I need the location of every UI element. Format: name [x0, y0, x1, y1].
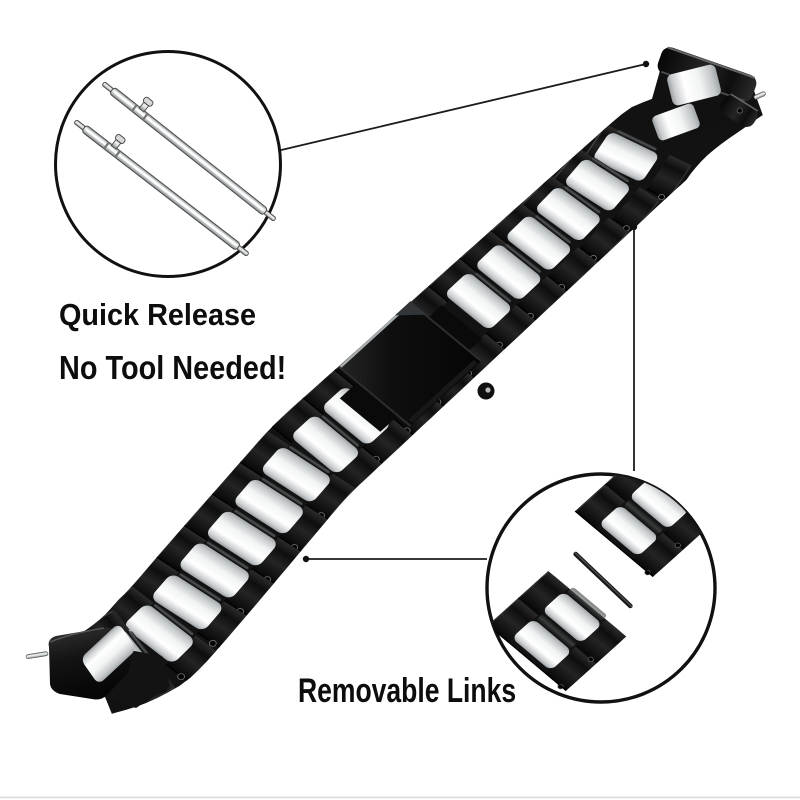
svg-text:Quick Release: Quick Release: [59, 298, 256, 332]
svg-text:No Tool Needed!: No Tool Needed!: [59, 349, 286, 386]
svg-text:Removable Links: Removable Links: [298, 672, 516, 710]
